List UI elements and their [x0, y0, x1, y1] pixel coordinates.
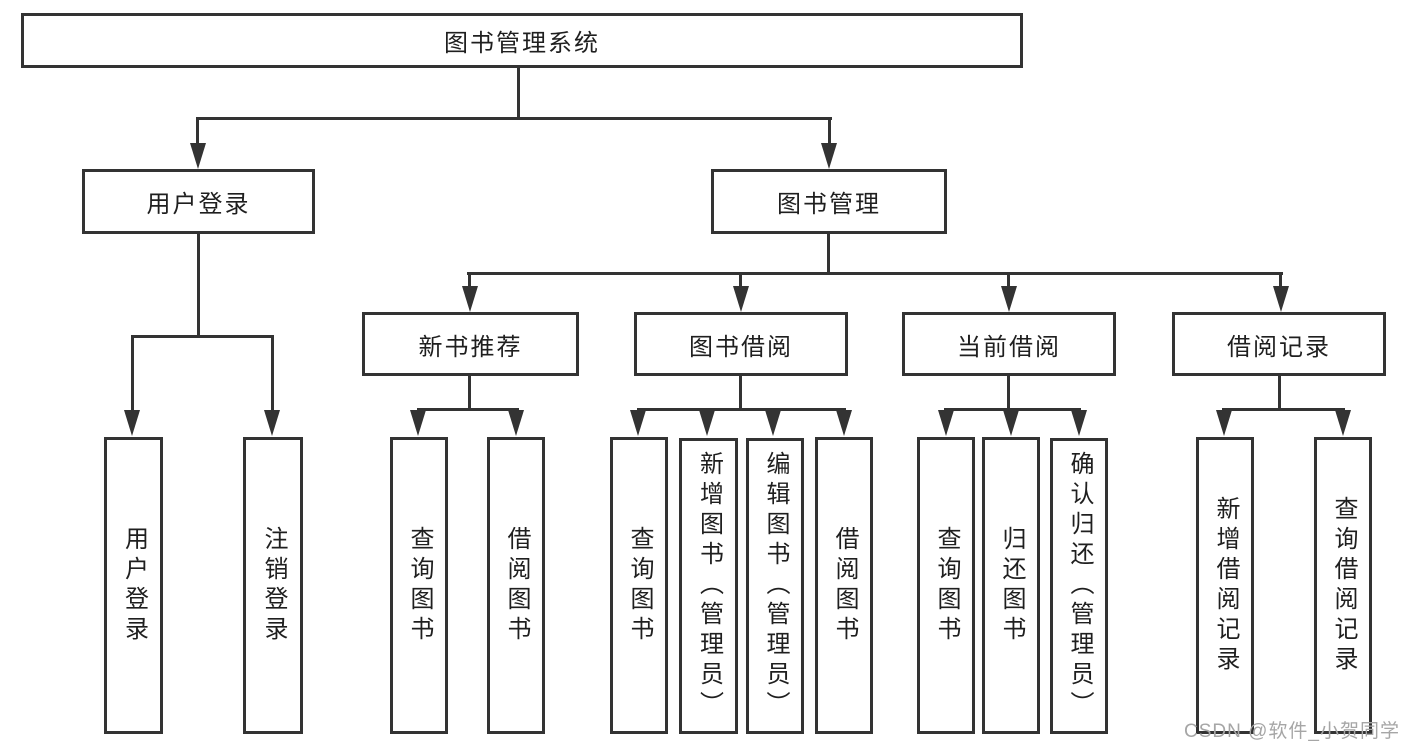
- arrow-down-icon: [765, 410, 781, 436]
- arrow-down-icon: [508, 410, 524, 436]
- leaf-query-book-newbook: 查询图书: [390, 437, 448, 734]
- node-book-mgmt: 图书管理: [711, 169, 947, 234]
- leaf-return-book: 归还图书: [982, 437, 1040, 734]
- node-user-login: 用户登录: [82, 169, 315, 234]
- leaf-user-login: 用户登录: [104, 437, 163, 734]
- arrow-down-icon: [733, 286, 749, 312]
- connector-line: [417, 408, 519, 411]
- leaf-query-book-borrow-label: 查询图书: [626, 525, 653, 646]
- connector-line: [196, 117, 199, 145]
- leaf-logout-label: 注销登录: [260, 525, 287, 646]
- node-book-borrow: 图书借阅: [634, 312, 848, 376]
- node-new-book-rec-label: 新书推荐: [418, 333, 523, 361]
- leaf-query-book-current: 查询图书: [917, 437, 975, 734]
- arrow-down-icon: [264, 410, 280, 436]
- connector-line: [1278, 376, 1281, 410]
- connector-line: [196, 117, 832, 120]
- leaf-query-book-newbook-label: 查询图书: [406, 525, 433, 646]
- leaf-add-borrow-record: 新增借阅记录: [1196, 437, 1254, 734]
- leaf-borrow-book-newbook-label: 借阅图书: [503, 525, 530, 646]
- arrow-down-icon: [1071, 410, 1087, 436]
- node-borrow-record-label: 借阅记录: [1227, 333, 1331, 361]
- connector-line: [131, 335, 274, 338]
- arrow-down-icon: [1335, 410, 1351, 436]
- leaf-query-borrow-record-label: 查询借阅记录: [1330, 495, 1357, 676]
- node-root: 图书管理系统: [21, 13, 1023, 68]
- connector-line: [1222, 408, 1345, 411]
- arrow-down-icon: [1003, 410, 1019, 436]
- node-user-login-label: 用户登录: [146, 191, 251, 218]
- connector-line: [1007, 376, 1010, 410]
- arrow-down-icon: [699, 410, 715, 436]
- arrow-down-icon: [410, 410, 426, 436]
- leaf-confirm-return-admin-label: 确认归还（管理员）: [1066, 451, 1093, 721]
- connector-line: [468, 272, 471, 288]
- leaf-confirm-return-admin: 确认归还（管理员）: [1050, 438, 1108, 734]
- connector-line: [739, 272, 742, 288]
- arrow-down-icon: [821, 143, 837, 169]
- leaf-add-borrow-record-label: 新增借阅记录: [1212, 495, 1239, 676]
- node-book-borrow-label: 图书借阅: [689, 333, 793, 361]
- arrow-down-icon: [190, 143, 206, 169]
- connector-line: [517, 68, 520, 120]
- connector-line: [828, 117, 831, 145]
- node-new-book-rec: 新书推荐: [362, 312, 579, 376]
- connector-line: [197, 233, 200, 337]
- leaf-query-book-current-label: 查询图书: [933, 525, 960, 646]
- node-root-label: 图书管理系统: [444, 30, 600, 57]
- node-current-borrow-label: 当前借阅: [957, 333, 1061, 361]
- leaf-logout: 注销登录: [243, 437, 303, 734]
- arrow-down-icon: [1273, 286, 1289, 312]
- leaf-borrow-book-newbook: 借阅图书: [487, 437, 545, 734]
- arrow-down-icon: [630, 410, 646, 436]
- csdn-watermark: CSDN @软件_小贺同学: [1184, 721, 1400, 742]
- leaf-borrow-book-borrow: 借阅图书: [815, 437, 873, 734]
- arrow-down-icon: [1216, 410, 1232, 436]
- arrow-down-icon: [1001, 286, 1017, 312]
- leaf-borrow-book-borrow-label: 借阅图书: [831, 525, 858, 646]
- connector-line: [827, 233, 830, 274]
- connector-line: [739, 376, 742, 410]
- connector-line: [468, 376, 471, 410]
- leaf-edit-book-admin: 编辑图书（管理员）: [746, 438, 804, 734]
- connector-line: [637, 408, 846, 411]
- connector-line: [1279, 272, 1282, 288]
- leaf-query-borrow-record: 查询借阅记录: [1314, 437, 1372, 734]
- node-book-mgmt-label: 图书管理: [777, 191, 881, 218]
- arrow-down-icon: [124, 410, 140, 436]
- connector-line: [1007, 272, 1010, 288]
- node-borrow-record: 借阅记录: [1172, 312, 1386, 376]
- connector-line: [271, 335, 274, 412]
- leaf-add-book-admin-label: 新增图书（管理员）: [695, 451, 723, 721]
- node-current-borrow: 当前借阅: [902, 312, 1116, 376]
- leaf-user-login-label: 用户登录: [120, 525, 148, 646]
- arrow-down-icon: [836, 410, 852, 436]
- leaf-edit-book-admin-label: 编辑图书（管理员）: [762, 451, 789, 721]
- connector-line: [131, 335, 134, 412]
- connector-line: [467, 272, 1283, 275]
- connector-line: [944, 408, 1081, 411]
- leaf-add-book-admin: 新增图书（管理员）: [679, 438, 738, 734]
- arrow-down-icon: [462, 286, 478, 312]
- arrow-down-icon: [938, 410, 954, 436]
- leaf-return-book-label: 归还图书: [998, 525, 1025, 646]
- leaf-query-book-borrow: 查询图书: [610, 437, 668, 734]
